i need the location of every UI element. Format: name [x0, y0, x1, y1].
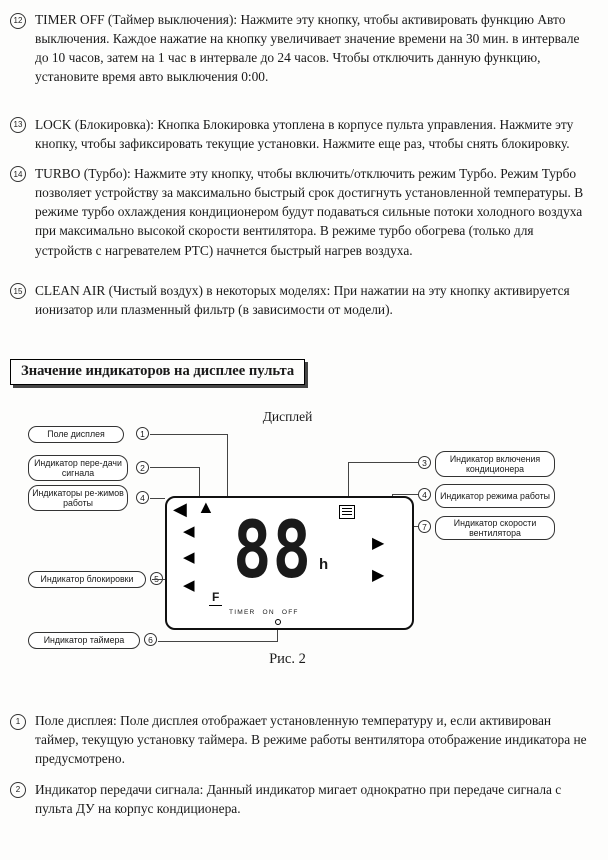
numbered-item-clean-air: 15 CLEAN AIR (Чистый воздух) в некоторых…	[10, 281, 594, 319]
callout-line	[150, 434, 227, 436]
callout-label-signal: Индикатор пере-дачи сигнала	[28, 455, 128, 482]
triangle-left-icon: ◀	[173, 499, 187, 520]
callout-number: 4	[418, 488, 431, 502]
callout-number: 5	[150, 572, 163, 586]
callout-label-mode: Индикатор режима работы	[435, 484, 555, 509]
temperature-digits: 88	[233, 506, 313, 597]
callout-line	[199, 467, 200, 497]
triangle-right-icon: ▶	[372, 567, 385, 585]
item-number-badge: 2	[10, 782, 26, 798]
lock-indicator-label: F	[209, 590, 223, 607]
bottom-notes: 1 Поле дисплея: Поле дисплея отображает …	[10, 711, 594, 818]
numbered-item-signal-indicator: 2 Индикатор передачи сигнала: Данный инд…	[10, 780, 594, 818]
triangle-left-icon: ◀	[183, 577, 195, 595]
triangle-right-icon: ▶	[372, 535, 385, 553]
callout-label-power: Индикатор включения кондиционера	[435, 451, 555, 478]
item-label: Индикатор передачи сигнала:	[35, 781, 204, 797]
section-title: Значение индикаторов на дисплее пульта	[10, 359, 306, 386]
diagram-title: Дисплей	[262, 409, 313, 425]
callout-label-modes: Индикаторы ре-жимов работы	[28, 485, 128, 512]
callout-line	[150, 467, 199, 469]
callout-number: 7	[418, 520, 431, 534]
plasma-filter-icon	[339, 505, 355, 520]
callout-line	[348, 462, 349, 505]
numbered-item-lock: 13 LOCK (Блокировка): Кнопка Блокировка …	[10, 115, 594, 153]
callout-number: 1	[136, 427, 149, 441]
numbered-item-display-field: 1 Поле дисплея: Поле дисплея отображает …	[10, 711, 594, 768]
triangle-up-icon: ▲	[197, 497, 215, 518]
item-text: При нажатии на эту кнопку активируется и…	[35, 282, 570, 317]
triangle-left-icon: ◀	[183, 523, 195, 541]
callout-number: 6	[144, 633, 157, 647]
triangle-left-icon: ◀	[183, 549, 195, 567]
timer-on-off-label: TIMER ON OFF	[229, 609, 299, 617]
callout-label-fan-speed: Индикатор скорости вентилятора	[435, 516, 555, 541]
item-text: Поле дисплея отображает установленную те…	[35, 713, 587, 767]
timer-dot-icon	[275, 619, 281, 626]
display-diagram: Дисплей Поле дисплея 1 Индикатор пере-да…	[0, 401, 594, 677]
item-number-badge: 15	[10, 283, 26, 300]
callout-line	[348, 462, 418, 464]
item-number-badge: 14	[10, 166, 26, 183]
manual-page: 12 TIMER OFF (Таймер выключения): Нажмит…	[0, 10, 594, 818]
callout-number: 2	[136, 461, 149, 475]
item-label: CLEAN AIR (Чистый воздух) в некоторых мо…	[35, 282, 331, 298]
callout-label-display-field: Поле дисплея	[28, 426, 124, 444]
callout-label-timer: Индикатор таймера	[28, 632, 140, 650]
item-label: TIMER OFF (Таймер выключения):	[35, 12, 238, 27]
numbered-item-timer-off: 12 TIMER OFF (Таймер выключения): Нажмит…	[10, 10, 594, 87]
item-label: LOCK (Блокировка):	[35, 116, 154, 132]
callout-line	[158, 641, 278, 643]
callout-number: 3	[418, 456, 431, 470]
section-header-row: Значение индикаторов на дисплее пульта	[10, 319, 594, 386]
item-number-badge: 1	[10, 713, 26, 730]
item-text: Нажмите эту кнопку, чтобы активировать ф…	[35, 12, 580, 85]
callout-line	[277, 623, 278, 642]
figure-caption: Рис. 2	[269, 651, 306, 668]
item-number-badge: 12	[10, 12, 26, 29]
item-label: Поле дисплея:	[35, 713, 117, 729]
remote-display: ◀ ▲ ◀ ◀ ◀ ▶ ▶ 88 h F TIMER ON OFF	[165, 496, 414, 631]
callout-line	[227, 434, 228, 497]
callout-label-lock: Индикатор блокировки	[28, 571, 146, 589]
item-number-badge: 13	[10, 117, 26, 134]
numbered-item-turbo: 14 TURBO (Турбо): Нажмите эту кнопку, чт…	[10, 164, 594, 260]
item-text: Кнопка Блокировка утоплена в корпусе пул…	[35, 116, 574, 151]
item-text: Нажмите эту кнопку, чтобы включить/отклю…	[35, 165, 584, 258]
item-text: Данный индикатор мигает однократно при п…	[35, 781, 562, 816]
callout-line	[152, 579, 165, 581]
callout-line	[150, 498, 165, 500]
hours-label: h	[319, 556, 329, 574]
callout-line	[392, 494, 418, 496]
callout-number: 4	[136, 491, 149, 505]
item-label: TURBO (Турбо):	[35, 165, 131, 181]
